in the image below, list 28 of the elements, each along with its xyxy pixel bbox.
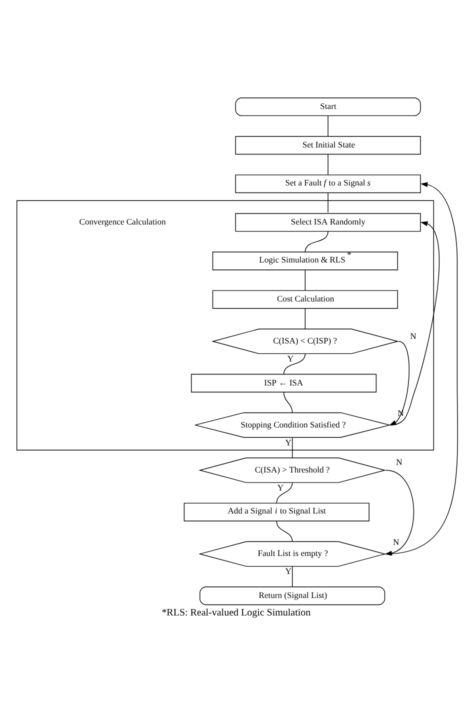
connector	[276, 520, 293, 542]
connector	[283, 352, 306, 374]
edge-label: N	[410, 330, 416, 341]
edge-label: N	[396, 456, 402, 467]
node-box: Set a Fault f to a Signal s	[235, 174, 421, 193]
caption: *RLS: Real-valued Logic Simulation	[162, 607, 311, 618]
connector	[304, 269, 306, 290]
edge-label: Y	[285, 566, 292, 576]
edge-label: Y	[277, 482, 284, 492]
label: Convergence Calculation	[79, 216, 166, 226]
node-box: ISP ← ISA	[190, 373, 377, 392]
node-box: Set Initial State	[235, 136, 421, 154]
connector	[283, 391, 293, 413]
cluster	[16, 200, 434, 450]
edge-label: Y	[285, 437, 292, 448]
node-box: Add a Signal i to Signal List	[184, 502, 370, 521]
connector	[304, 308, 306, 329]
node-box: Select ISA Randomly	[235, 212, 421, 232]
connector	[276, 482, 293, 504]
node-box: Start	[235, 97, 421, 116]
node-box: Return (Signal List)	[200, 586, 386, 605]
node-box: Cost Calculation	[212, 290, 398, 308]
edge-label: N	[393, 536, 400, 546]
edge-label: Y	[287, 353, 294, 363]
connector	[292, 437, 293, 458]
connector	[304, 230, 328, 252]
connector	[292, 565, 293, 587]
arrow	[385, 182, 458, 554]
